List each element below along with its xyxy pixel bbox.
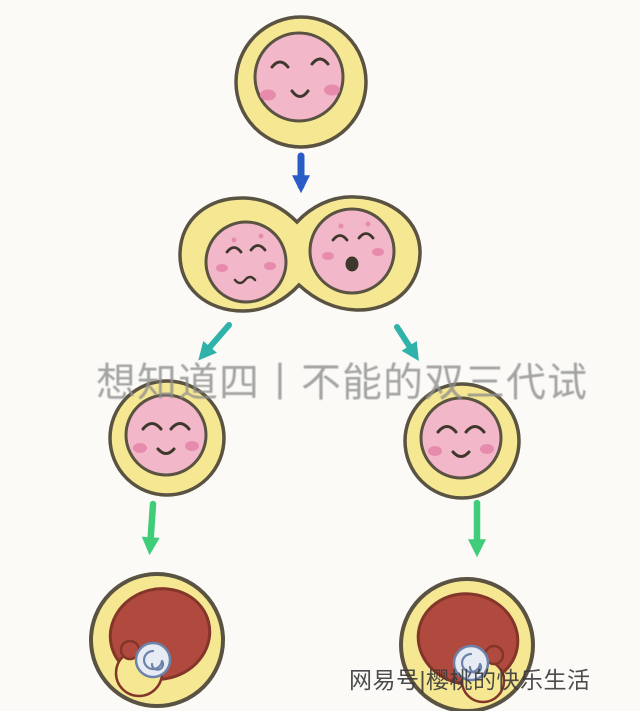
nucleus-right bbox=[308, 207, 396, 295]
eye-left bbox=[436, 425, 458, 434]
eye-right bbox=[464, 425, 486, 434]
right-nucleus-mouth bbox=[345, 256, 359, 272]
zygote-cell bbox=[234, 15, 368, 149]
nucleus bbox=[419, 396, 503, 480]
eye-left bbox=[141, 422, 163, 431]
fetus-swirl-spiral bbox=[460, 652, 483, 674]
left-nucleus-mouth bbox=[233, 275, 257, 285]
eye-right bbox=[169, 422, 191, 431]
right-nucleus-eye-right bbox=[357, 232, 375, 240]
right-nucleus-blush-right bbox=[372, 248, 384, 256]
right-nucleus-eye-left bbox=[331, 234, 349, 242]
blush-left bbox=[133, 443, 147, 453]
nucleus-left bbox=[204, 220, 288, 304]
arrow-shaft bbox=[394, 324, 419, 362]
embryo-cell-left bbox=[89, 572, 225, 708]
left-nucleus-eye-left bbox=[225, 246, 243, 254]
fetus-swirl-spiral bbox=[142, 649, 165, 671]
daughter-cell-right bbox=[403, 382, 521, 500]
blush-right bbox=[185, 441, 199, 451]
mouth bbox=[290, 89, 310, 98]
arrow-shaft bbox=[198, 322, 232, 361]
arrow-shaft bbox=[141, 500, 160, 556]
left-nucleus-blush-left bbox=[216, 264, 228, 272]
left-nucleus-blush-right bbox=[264, 262, 276, 270]
right-nucleus-blush-left bbox=[322, 252, 334, 260]
dividing-cell bbox=[178, 195, 422, 313]
eye-left bbox=[270, 60, 290, 69]
blush-right bbox=[324, 84, 340, 96]
eye-right bbox=[310, 57, 330, 66]
daughter-cell-left bbox=[108, 379, 226, 497]
freckles bbox=[231, 221, 371, 243]
nucleus bbox=[253, 31, 345, 123]
split-arrow-right bbox=[394, 324, 419, 362]
blush-right bbox=[480, 444, 494, 454]
publisher-watermark-text: 网易号|樱桃的快乐生活 bbox=[349, 667, 591, 693]
left-nucleus-eye-right bbox=[249, 244, 267, 252]
growth-arrow-left bbox=[141, 500, 160, 556]
nucleus bbox=[124, 393, 208, 477]
blush-left bbox=[260, 89, 276, 101]
mouth bbox=[156, 447, 176, 455]
blush-left bbox=[428, 446, 442, 456]
mouth bbox=[451, 450, 471, 458]
embryo-cell-right bbox=[399, 577, 535, 711]
split-arrow-left bbox=[198, 322, 232, 361]
fetus-swirl bbox=[134, 641, 172, 679]
